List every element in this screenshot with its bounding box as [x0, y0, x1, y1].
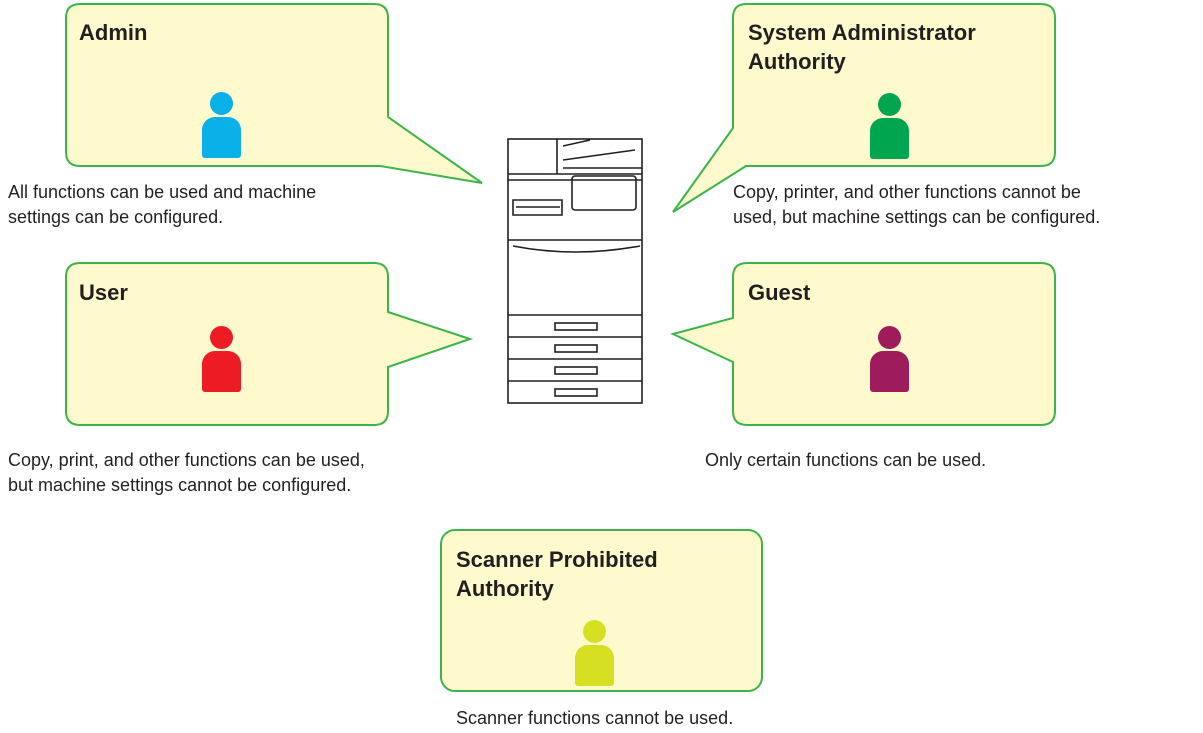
system-administrator-title: System Administrator Authority	[748, 18, 976, 76]
person-head	[210, 92, 233, 115]
system-administrator-description-line: Copy, printer, and other functions canno…	[733, 182, 1081, 202]
user-description: Copy, print, and other functions can be …	[8, 448, 365, 498]
person-body	[202, 117, 241, 158]
user-description-line: but machine settings cannot be configure…	[8, 475, 352, 495]
admin-description: All functions can be used and machine se…	[8, 180, 316, 230]
guest-user-icon	[870, 326, 910, 392]
admin-title: Admin	[79, 20, 148, 45]
system-administrator-title-line: System Administrator	[748, 20, 976, 45]
user-description-line: Copy, print, and other functions can be …	[8, 450, 365, 470]
scanner-prohibited-bubble	[440, 529, 763, 692]
person-body	[870, 351, 909, 392]
person-head	[210, 326, 233, 349]
system-administrator-title-line: Authority	[748, 49, 846, 74]
admin-bubble	[65, 3, 483, 184]
scanner-prohibited-description-line: Scanner functions cannot be used.	[456, 708, 734, 728]
system-administrator-description: Copy, printer, and other functions canno…	[733, 180, 1100, 230]
person-body	[870, 118, 909, 159]
system-administrator-user-icon	[870, 93, 910, 159]
guest-bubble	[670, 262, 1056, 426]
guest-description-line: Only certain functions can be used.	[705, 450, 987, 470]
system-administrator-bubble	[672, 3, 1056, 213]
person-body	[202, 351, 241, 392]
user-title: User	[79, 280, 128, 305]
scanner-prohibited-description: Scanner functions cannot be used.	[456, 706, 733, 731]
person-head	[878, 326, 901, 349]
admin-description-line: settings can be configured.	[8, 207, 224, 227]
person-body	[575, 645, 614, 686]
scanner-prohibited-title-line: Authority	[456, 576, 554, 601]
guest-description: Only certain functions can be used.	[705, 448, 986, 473]
scanner-prohibited-title: Scanner Prohibited Authority	[456, 545, 658, 603]
admin-user-icon	[202, 92, 242, 158]
admin-description-line: All functions can be used and machine	[8, 182, 317, 202]
scanner-prohibited-user-icon	[575, 620, 615, 686]
user-user-icon	[202, 326, 242, 392]
person-head	[583, 620, 606, 643]
user-bubble	[65, 262, 474, 426]
multifunction-printer-icon	[507, 138, 643, 404]
guest-title: Guest	[748, 280, 811, 305]
system-administrator-description-line: used, but machine settings can be config…	[733, 207, 1101, 227]
scanner-prohibited-title-line: Scanner Prohibited	[456, 547, 658, 572]
person-head	[878, 93, 901, 116]
